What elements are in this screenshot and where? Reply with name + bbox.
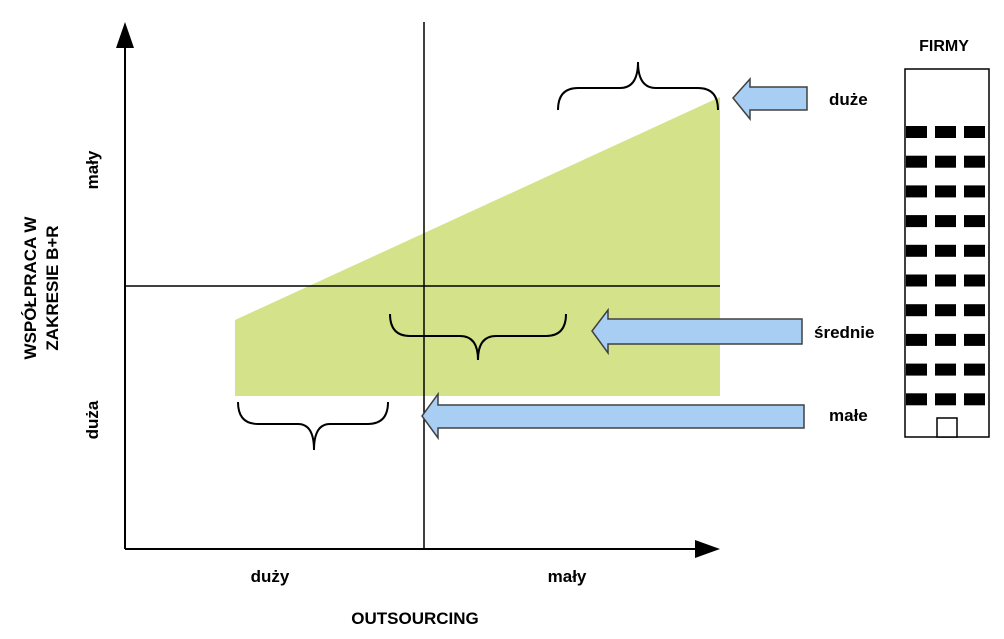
building-window — [964, 215, 985, 228]
building-window — [964, 274, 985, 287]
firms-small-label: małe — [829, 406, 868, 425]
building-window — [935, 244, 956, 257]
building-window — [935, 363, 956, 376]
building-window — [935, 155, 956, 168]
building-window — [964, 363, 985, 376]
building-window — [906, 333, 927, 346]
axes — [124, 22, 720, 550]
brace-medium — [389, 313, 567, 361]
arrow-small — [421, 391, 805, 441]
building-window — [964, 304, 985, 317]
building-window — [906, 274, 927, 287]
x-axis-title: OUTSOURCING — [351, 609, 479, 628]
y-axis-arrowhead — [116, 22, 134, 48]
building-window — [935, 274, 956, 287]
firms-medium-label: średnie — [814, 323, 874, 342]
y-axis-title-line2: ZAKRESIE B+R — [43, 225, 62, 350]
x-axis-high-label: mały — [548, 567, 587, 586]
building-door — [936, 417, 958, 438]
arrow-medium — [591, 307, 803, 356]
brace-small — [237, 401, 389, 451]
arrow-large — [732, 77, 808, 122]
building-window — [964, 244, 985, 257]
building-window — [964, 126, 985, 138]
building-window — [964, 333, 985, 346]
building-window — [964, 393, 985, 406]
building-window — [906, 393, 927, 406]
building-window — [906, 185, 927, 198]
building-window — [964, 185, 985, 198]
y-axis-top-label: mały — [83, 150, 102, 189]
building-window — [906, 215, 927, 228]
building-window — [935, 126, 956, 138]
firms-title: FIRMY — [919, 38, 969, 55]
firms-large-label: duże — [829, 90, 868, 109]
building-window — [935, 393, 956, 406]
building-window — [935, 304, 956, 317]
building-window — [906, 155, 927, 168]
building-window — [935, 333, 956, 346]
building-icon — [904, 68, 990, 438]
building-window — [935, 185, 956, 198]
building-window — [935, 215, 956, 228]
building-window — [964, 155, 985, 168]
building-window — [906, 244, 927, 257]
building-window — [906, 126, 927, 138]
y-axis-bottom-label: duża — [83, 400, 102, 439]
y-axis-title-line1: WSPÓŁPRACA W — [21, 216, 40, 360]
x-axis-arrowhead — [695, 540, 720, 558]
brace-large — [557, 61, 719, 111]
building-window — [906, 363, 927, 376]
building-window — [906, 304, 927, 317]
x-axis-low-label: duży — [251, 567, 290, 586]
